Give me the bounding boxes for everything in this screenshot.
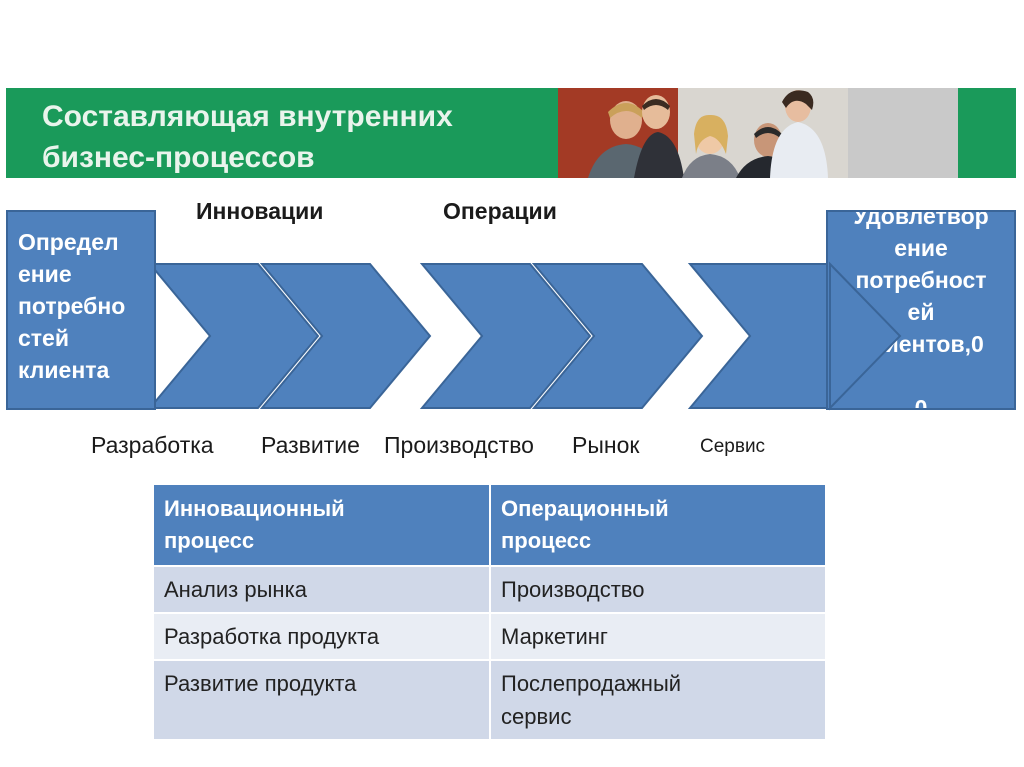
- chevron-market: [531, 263, 704, 409]
- table-cell: Анализ рынка: [154, 565, 491, 613]
- table-row: Анализ рынка Производство: [154, 565, 827, 613]
- step-label-market: Рынок: [572, 432, 640, 458]
- table-cell: Разработка продукта: [154, 612, 491, 660]
- end-box-text: Удовлетвор ение потребност ей клиентов,0…: [853, 210, 989, 410]
- table-header-row: Инновационный процесс Операционный проце…: [154, 485, 827, 566]
- step-label-growth: Развитие: [261, 432, 360, 458]
- step-label-development: Разработка: [91, 432, 214, 458]
- header-innovation-process: Инновационный процесс: [154, 485, 491, 566]
- end-box-customer-satisfaction: Удовлетвор ение потребност ей клиентов,0…: [826, 210, 1016, 410]
- chevron-development: [147, 263, 320, 409]
- table-row: Развитие продукта Послепродажный сервис: [154, 659, 827, 739]
- operations-group-label: Операции: [443, 198, 557, 224]
- table-cell: Производство: [490, 565, 827, 613]
- table-row: Разработка продукта Маркетинг: [154, 612, 827, 660]
- step-label-production: Производство: [384, 432, 534, 458]
- start-box-customer-needs: Определ ение потребно стей клиента: [6, 210, 156, 410]
- header-operational-process: Операционный процесс: [490, 485, 827, 566]
- people-meeting-photo: [558, 88, 958, 178]
- start-box-text: Определ ение потребно стей клиента: [18, 229, 126, 383]
- step-label-service: Сервис: [700, 436, 766, 457]
- process-table: Инновационный процесс Операционный проце…: [154, 485, 827, 739]
- table-cell: Послепродажный сервис: [490, 659, 827, 739]
- chevron-production: [419, 263, 592, 409]
- banner-right-block: [958, 88, 1016, 178]
- chevron-growth: [259, 263, 432, 409]
- table-cell: Развитие продукта: [154, 659, 491, 739]
- table-cell: Маркетинг: [490, 612, 827, 660]
- slide-title: Составляющая внутренних бизнес-процессов: [42, 100, 453, 174]
- innovation-group-label: Инновации: [196, 198, 324, 224]
